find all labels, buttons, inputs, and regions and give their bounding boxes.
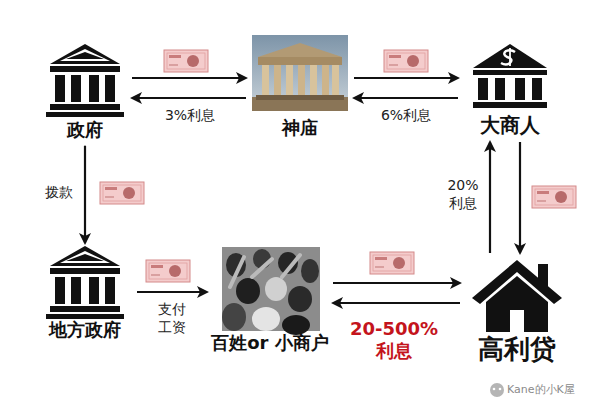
watermark-text: Kane的小K屋: [507, 382, 575, 397]
node-label: 地方政府: [49, 320, 121, 341]
money-bill: [384, 50, 428, 72]
edge-label: 20% 利息: [440, 176, 486, 212]
node-label: 高利贷: [478, 335, 556, 365]
money-bill: [146, 260, 190, 282]
icon-node: 高利贷: [462, 255, 572, 368]
icon-node: 大商人: [460, 40, 560, 140]
flow-arrow: [137, 291, 207, 293]
icon-node: 百姓or 小商户: [209, 245, 331, 357]
government-icon: [46, 246, 124, 319]
edge-label: 支付 工资: [152, 300, 192, 336]
watermark-icon: [490, 383, 504, 397]
bank-icon: [473, 44, 547, 108]
flow-arrow: [333, 282, 460, 284]
node-label: 神庙: [282, 118, 318, 139]
government-icon: [46, 44, 124, 117]
house-icon: [472, 260, 562, 332]
edge-label: 6%利息: [366, 106, 446, 124]
node-label: 政府: [67, 120, 103, 141]
flow-arrow: [132, 97, 246, 99]
edge-label: 拨款: [38, 183, 80, 201]
money-bill: [100, 182, 144, 204]
edge-label: 3%利息: [150, 106, 230, 124]
money-bill: [532, 186, 576, 208]
flow-arrow: [354, 77, 458, 79]
money-bill: [370, 252, 414, 274]
edge-label: 20-500% 利息: [338, 318, 450, 361]
icon-node: 神庙: [248, 32, 352, 142]
temple-photo: [252, 35, 348, 111]
money-bill: [164, 50, 208, 72]
crowd-photo: [222, 247, 320, 335]
icon-node: 政府: [40, 42, 130, 144]
flow-arrow: [333, 302, 460, 304]
node-label: 百姓or 小商户: [211, 333, 329, 354]
node-label: 大商人: [480, 114, 540, 137]
icon-node: 地方政府: [35, 245, 135, 344]
flow-arrow: [519, 142, 521, 253]
flow-arrow: [489, 142, 491, 253]
flow-arrow: [132, 77, 246, 79]
flow-arrow: [354, 97, 458, 99]
flow-arrow: [84, 146, 86, 243]
